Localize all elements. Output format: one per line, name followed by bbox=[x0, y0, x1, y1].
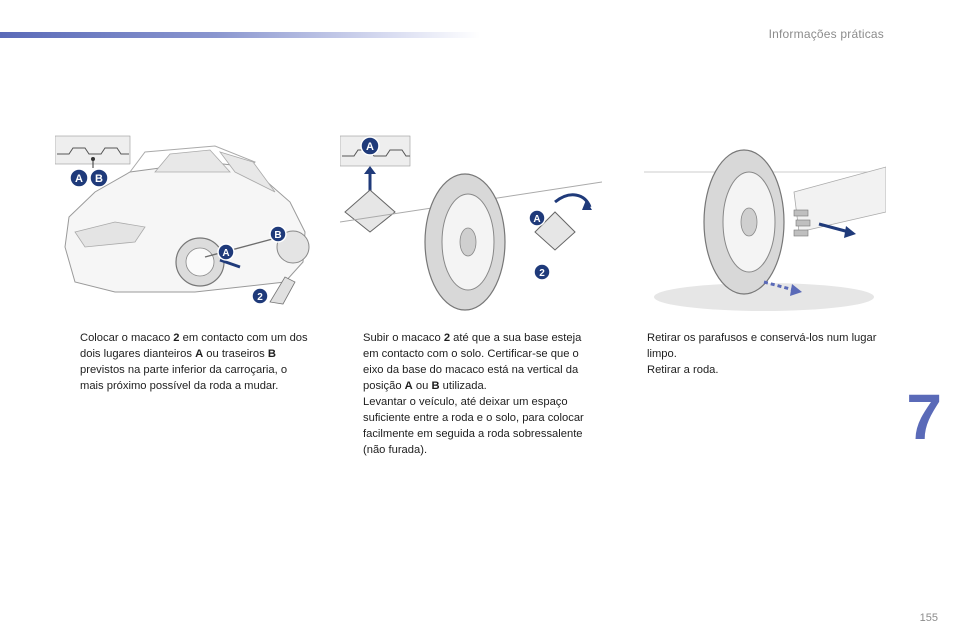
header-gradient-bar bbox=[0, 32, 480, 38]
step-remove-wheel: Retirar a roda. bbox=[627, 362, 879, 378]
section-title: Informações práticas bbox=[768, 27, 884, 41]
instruction-column-1: Colocar o macaco 2 em contacto com um do… bbox=[60, 330, 312, 394]
callout-b-top: B bbox=[89, 168, 109, 188]
bullet-icon bbox=[627, 330, 647, 362]
callout-b-car: B bbox=[269, 225, 287, 243]
figure-jack-lift: A A 2 bbox=[340, 132, 602, 314]
callout-a-top: A bbox=[69, 168, 89, 188]
step-place-jack: Colocar o macaco 2 em contacto com um do… bbox=[60, 330, 312, 394]
bullet-icon bbox=[627, 362, 647, 378]
svg-text:B: B bbox=[95, 173, 103, 185]
chapter-number: 7 bbox=[906, 381, 942, 453]
svg-text:2: 2 bbox=[539, 268, 545, 279]
callout-a-jack: A bbox=[528, 209, 546, 227]
svg-text:A: A bbox=[75, 173, 83, 185]
svg-text:B: B bbox=[274, 230, 281, 241]
bullet-icon bbox=[60, 330, 80, 394]
callout-a-car: A bbox=[217, 243, 235, 261]
step-remove-bolts: Retirar os parafusos e conservá-los num … bbox=[627, 330, 879, 362]
callout-2-jack: 2 bbox=[533, 263, 551, 281]
bullet-icon bbox=[343, 330, 363, 394]
callout-2-car: 2 bbox=[251, 287, 269, 305]
step-raise-jack: Subir o macaco 2 até que a sua base este… bbox=[343, 330, 595, 394]
svg-text:A: A bbox=[366, 141, 374, 153]
jack-illustration: A A 2 bbox=[340, 135, 602, 311]
bullet-icon bbox=[343, 394, 363, 458]
svg-text:A: A bbox=[533, 214, 540, 225]
car-illustration: A B A B 2 bbox=[55, 135, 310, 305]
instruction-column-3: Retirar os parafusos e conservá-los num … bbox=[627, 330, 879, 378]
figure-jack-points: A B A B 2 bbox=[55, 132, 310, 314]
svg-text:A: A bbox=[222, 248, 229, 259]
svg-text:2: 2 bbox=[257, 292, 263, 303]
step-lift-vehicle: Levantar o veículo, até deixar um espaço… bbox=[343, 394, 595, 458]
callout-a-top-2: A bbox=[360, 136, 380, 156]
figure-wheel-removal bbox=[624, 132, 886, 314]
instruction-column-2: Subir o macaco 2 até que a sua base este… bbox=[343, 330, 595, 458]
wheel-illustration bbox=[644, 149, 886, 311]
page-number: 155 bbox=[919, 612, 938, 624]
